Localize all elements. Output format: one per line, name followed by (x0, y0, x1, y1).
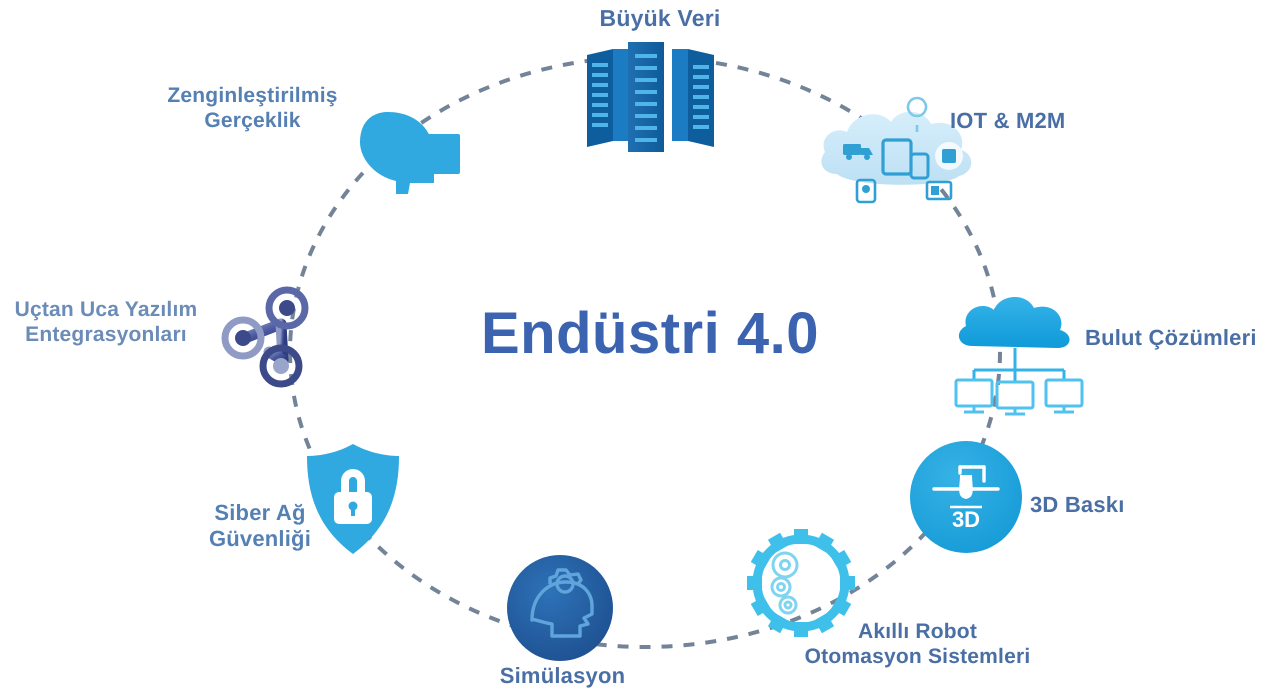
node-label-augmented-reality: Zenginleştirilmiş Gerçeklik (167, 84, 338, 132)
head-ar-screen-icon (360, 112, 460, 194)
3d-printer-circle-icon: 3D (910, 441, 1022, 553)
head-gear-circle-icon (507, 555, 613, 661)
gear-wheel-icon (747, 529, 855, 637)
cloud-devices-icon (821, 96, 972, 204)
node-label-big-data: Büyük Veri (599, 5, 721, 31)
node-label-software-integration: Uçtan Uca Yazılım Entegrasyonları (14, 298, 198, 346)
node-label-3d-printing: 3D Baskı (1030, 492, 1125, 517)
server-racks-icon (587, 42, 714, 152)
node-label-cloud-solutions: Bulut Çözümleri (1085, 325, 1257, 350)
cloud-monitors-icon (954, 296, 1084, 416)
node-label-iot-m2m: IOT & M2M (950, 108, 1066, 133)
shield-lock-icon (307, 444, 399, 554)
svg-text:3D: 3D (952, 507, 980, 532)
network-nodes-icon (221, 286, 309, 388)
node-label-cyber-security: Siber Ağ Güvenliği (208, 500, 312, 551)
node-label-robot-automation: Akıllı Robot Otomasyon Sistemleri (804, 620, 1031, 668)
node-label-simulation: Simülasyon (499, 663, 626, 688)
page-title: Endüstri 4.0 (481, 301, 819, 366)
